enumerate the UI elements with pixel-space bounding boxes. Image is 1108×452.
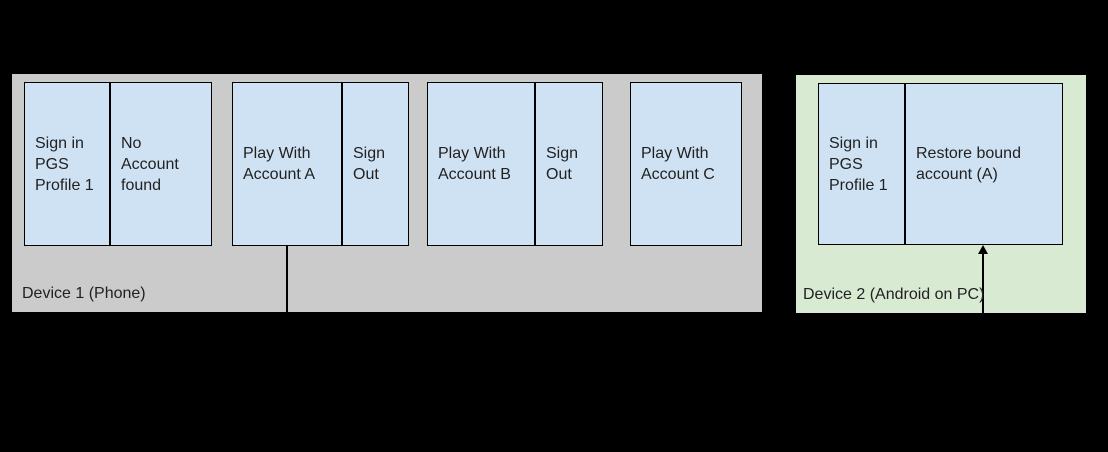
step-box-sign-out-2: Sign Out xyxy=(535,82,603,246)
step-box-signin-pgs-profile1-d1: Sign in PGS Profile 1 xyxy=(24,82,110,246)
device1-label: Device 1 (Phone) xyxy=(22,285,146,302)
step-box-no-account-found: No Account found xyxy=(110,82,212,246)
device1-panel: Sign in PGS Profile 1 No Account found P… xyxy=(12,74,762,312)
device2-label: Device 2 (Android on PC) xyxy=(803,286,985,303)
step-box-play-with-account-a: Play With Account A xyxy=(232,82,342,246)
connector-arrowhead-up-icon xyxy=(978,245,988,254)
device2-panel: Sign in PGS Profile 1 Restore bound acco… xyxy=(796,75,1086,313)
step-box-restore-bound-account-a: Restore bound account (A) xyxy=(905,83,1063,245)
step-box-signin-pgs-profile1-d2: Sign in PGS Profile 1 xyxy=(818,83,905,245)
connector-line-from-account-a xyxy=(286,246,288,312)
step-box-play-with-account-b: Play With Account B xyxy=(427,82,535,246)
step-box-play-with-account-c: Play With Account C xyxy=(630,82,742,246)
connector-line-to-restore xyxy=(982,252,984,313)
step-box-sign-out-1: Sign Out xyxy=(342,82,409,246)
